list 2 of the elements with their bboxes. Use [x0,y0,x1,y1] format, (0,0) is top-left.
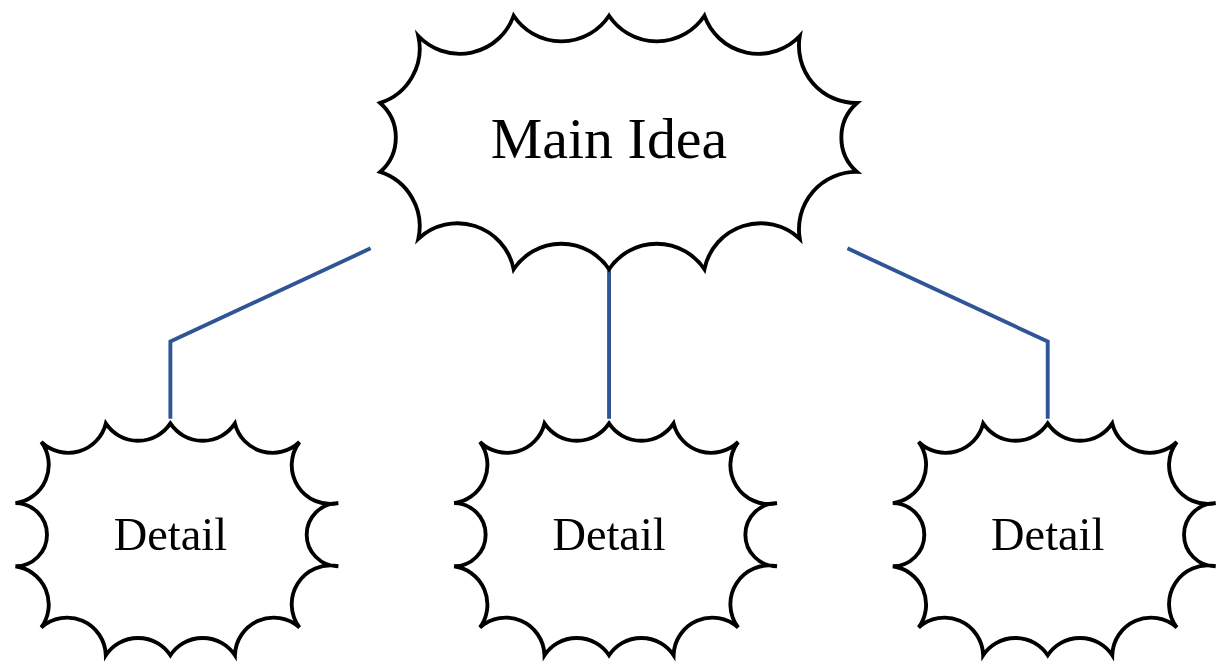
connector [846,246,1050,419]
connector [168,246,372,419]
